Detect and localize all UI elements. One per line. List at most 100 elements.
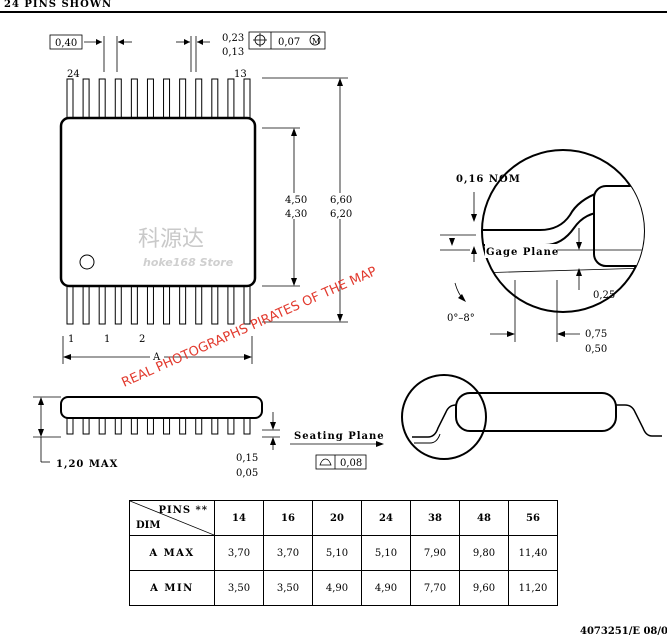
header-pins: PINS ** xyxy=(158,505,208,516)
top-pin-row xyxy=(66,78,251,122)
side-lead-left xyxy=(412,404,470,438)
pin-label-13: 13 xyxy=(234,69,247,80)
bottom-pin xyxy=(179,282,187,325)
pitch-arrow-right xyxy=(118,39,124,45)
body-arrow-bottom xyxy=(291,278,297,286)
bottom-pin xyxy=(114,282,122,325)
table-header-row: PINS ** DIM 14 16 20 24 38 48 56 xyxy=(129,500,558,536)
standoff-max: 0,15 xyxy=(236,453,258,464)
watermark-store: hoke168 Store xyxy=(143,256,234,269)
standoff-arrow-bottom xyxy=(270,437,276,445)
table-cell: 11,40 xyxy=(508,535,558,571)
gage-label-gap xyxy=(485,244,557,258)
table-cell: 3,50 xyxy=(263,570,313,606)
bottom-pin xyxy=(82,282,90,325)
tolerance-frame xyxy=(248,31,326,50)
pin-label-bottom-mid1: 1 xyxy=(104,334,110,345)
table-cell: 11,20 xyxy=(508,570,558,606)
top-pin xyxy=(66,78,74,122)
top-pin xyxy=(195,78,203,122)
foot-arrow-left xyxy=(507,331,515,337)
table-cell: 9,60 xyxy=(459,570,509,606)
pins-col: 16 xyxy=(263,500,313,536)
seating-plane-arrow xyxy=(376,441,384,447)
bottom-pin xyxy=(146,282,154,325)
row-label: A MIN xyxy=(129,570,215,606)
top-pin xyxy=(98,78,106,122)
side-body xyxy=(455,392,617,432)
mmc-icon xyxy=(309,34,321,46)
angle-label: 0°–8° xyxy=(447,313,475,324)
height-arrow-bottom xyxy=(576,268,582,276)
pins-col: 48 xyxy=(459,500,509,536)
table-row-a-min: A MIN 3,50 3,50 4,90 4,90 7,70 9,60 11,2… xyxy=(129,570,558,606)
nom-arrow-top xyxy=(471,214,477,222)
bottom-pin xyxy=(243,282,251,325)
lead-width-max: 0,23 xyxy=(222,33,244,44)
top-pin xyxy=(179,78,187,122)
corner-diagonal xyxy=(130,501,214,535)
overall-arrow-bottom xyxy=(337,314,343,322)
detail-callout-circle xyxy=(401,374,487,460)
side-view: 1,20 MAX 0,15 0,05 Seating Plane 0,08 xyxy=(33,396,385,479)
pin1-marker xyxy=(79,254,95,270)
length-arrow-right xyxy=(244,354,252,360)
table-cell: 3,50 xyxy=(214,570,264,606)
doc-number: 4073251/E 08/0 xyxy=(580,626,667,637)
height-arrow-top xyxy=(576,242,582,250)
lead-outline-upper xyxy=(482,191,644,231)
gage-plane-line xyxy=(482,267,644,275)
body-width-max: 4,50 xyxy=(285,195,307,206)
overall-width-max: 6,60 xyxy=(330,195,352,206)
pitch-dim-box xyxy=(49,34,83,50)
table-cell: 3,70 xyxy=(214,535,264,571)
standoff-arrow-top xyxy=(270,422,276,430)
package-body xyxy=(59,116,257,288)
top-pin xyxy=(146,78,154,122)
pins-col: 38 xyxy=(410,500,460,536)
pins-col: 20 xyxy=(312,500,362,536)
body-dim-gap xyxy=(283,193,307,219)
height-dim: 0,25 xyxy=(593,290,615,301)
height-arrow-up xyxy=(38,397,44,405)
top-view: 24 13 1 1 2 0,40 0,23 0,13 0,07 M xyxy=(49,31,354,364)
position-tolerance: 0,07 xyxy=(278,37,300,48)
bottom-pin-row xyxy=(66,282,251,325)
table-cell: 5,10 xyxy=(361,535,411,571)
row-label: A MAX xyxy=(129,535,215,571)
foot-min: 0,50 xyxy=(585,344,607,355)
body-arrow-top xyxy=(291,128,297,136)
nom-label: 0,16 NOM xyxy=(456,174,521,185)
lead-width-min: 0,13 xyxy=(222,47,244,58)
body-corner xyxy=(593,185,644,267)
coplanarity: 0,08 xyxy=(340,458,362,469)
side-body-top xyxy=(60,396,263,419)
body-width-min: 4,30 xyxy=(285,209,307,220)
table-cell: 7,90 xyxy=(410,535,460,571)
bottom-pin xyxy=(66,282,74,325)
pin-label-1: 1 xyxy=(68,334,74,345)
watermark-chinese: 科源达 xyxy=(138,227,204,252)
length-label: A xyxy=(152,352,161,363)
bottom-pin xyxy=(211,282,219,325)
lead-width-arrow-right xyxy=(197,39,203,45)
length-dim-gap xyxy=(150,350,164,362)
overall-width-min: 6,20 xyxy=(330,209,352,220)
bottom-pin xyxy=(227,282,235,325)
coplanarity-frame xyxy=(315,454,367,470)
gage-detail-view: 0,16 NOM Gage Plane 0,25 0°–8° 0,75 0,50 xyxy=(440,149,645,355)
foot-arrow-right xyxy=(557,331,565,337)
header-title: 24 PINS SHOWN xyxy=(4,0,112,10)
top-pin xyxy=(114,78,122,122)
seating-plane-label: Seating Plane xyxy=(294,431,385,442)
pin-label-bottom-mid2: 2 xyxy=(139,334,145,345)
side-lead-left-lower xyxy=(414,433,441,444)
top-pin xyxy=(82,78,90,122)
table-cell: 9,80 xyxy=(459,535,509,571)
standoff-min: 0,05 xyxy=(236,468,258,479)
table-cell: 7,70 xyxy=(410,570,460,606)
top-pin xyxy=(243,78,251,122)
pins-col: 24 xyxy=(361,500,411,536)
overall-arrow-top xyxy=(337,78,343,86)
